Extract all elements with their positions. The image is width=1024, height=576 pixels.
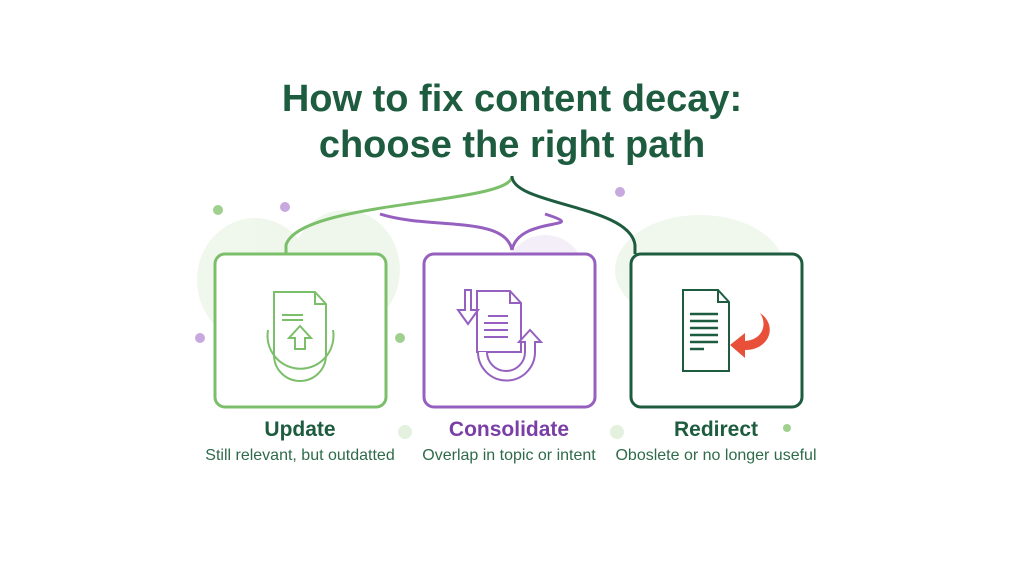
title-line-2: choose the right path [318, 124, 706, 166]
consolidate-label: Consolidate [448, 418, 570, 441]
connector-lines [284, 175, 637, 254]
redirect-description: Oboslete or no longer useful [615, 447, 817, 464]
redirect-label: Redirect [673, 418, 759, 441]
update-description: Still relevant, but outdatted [205, 447, 395, 464]
document-merge-icon [456, 289, 544, 382]
document-redirect-icon [682, 289, 770, 372]
document-upload-icon [266, 291, 335, 382]
consolidate-description: Overlap in topic or intent [422, 447, 596, 464]
connector-redirect [510, 175, 637, 254]
connector-update [284, 175, 514, 254]
title-line-1: How to fix content decay: [281, 78, 743, 120]
page-title: How to fix content decay: choose the rig… [0, 76, 1024, 168]
update-label: Update [264, 418, 336, 441]
update-card [213, 252, 388, 409]
decorative-dots [195, 187, 791, 439]
consolidate-card [422, 252, 597, 409]
connector-consolidate [379, 212, 563, 251]
